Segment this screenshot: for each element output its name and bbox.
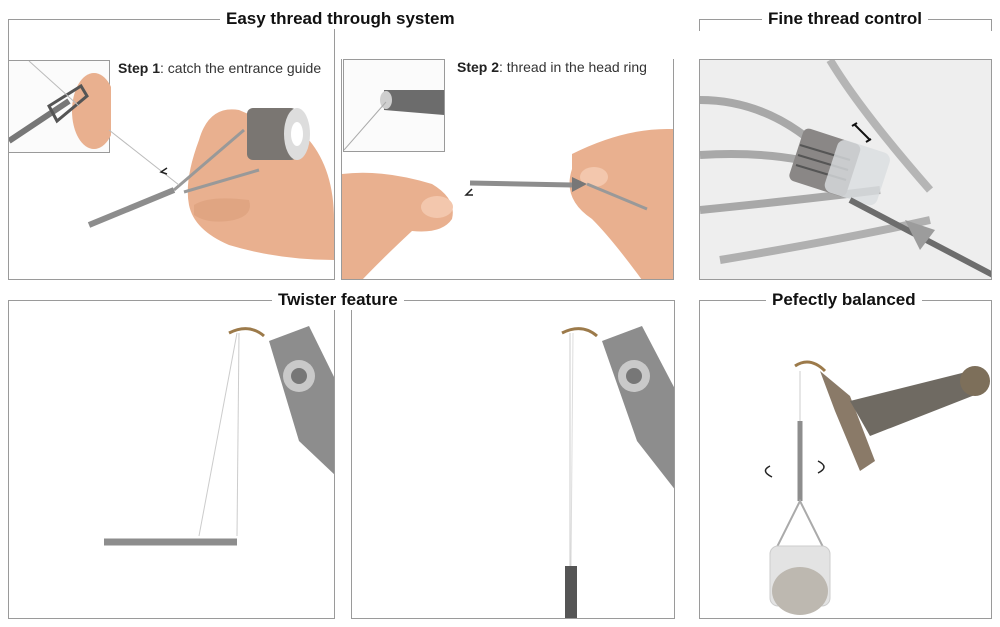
step1-caption: Step 1: catch the entrance guide: [118, 60, 321, 76]
perfectly-balanced-title: Pefectly balanced: [766, 290, 922, 310]
step2-label: Step 2: [457, 59, 500, 75]
panel-easy-thread-step2: Step 2: thread in the head ring: [341, 59, 674, 280]
fine-control-tick-right: [991, 19, 992, 31]
panel-easy-thread-step1: Step 1: catch the entrance guide: [8, 19, 335, 280]
closeup-entrance-guide-illustration: [9, 61, 111, 149]
thread-control-closeup-illustration: [700, 60, 991, 279]
step2-text: : thread in the head ring: [499, 59, 647, 75]
twister-untwisted-illustration: [104, 326, 334, 546]
twister-twisted-illustration: [561, 326, 674, 618]
closeup-head-ring-illustration: [344, 90, 444, 151]
panel-twister-right: [351, 300, 675, 619]
step2-caption: Step 2: thread in the head ring: [457, 59, 647, 75]
panel-fine-thread-control: [699, 59, 992, 280]
step1-label: Step 1: [118, 60, 161, 76]
easy-thread-title: Easy thread through system: [220, 9, 461, 29]
panel-twister-left: [8, 300, 335, 619]
step1-text: : catch the entrance guide: [160, 60, 322, 76]
fine-thread-control-title: Fine thread control: [762, 9, 928, 29]
fine-control-tick-left: [699, 19, 700, 31]
balanced-bobbin-illustration: [764, 360, 990, 615]
twister-feature-title: Twister feature: [272, 290, 404, 310]
panel-perfectly-balanced: [699, 300, 992, 619]
step2-closeup-inset: [343, 59, 445, 152]
step1-closeup-inset: [9, 60, 111, 153]
